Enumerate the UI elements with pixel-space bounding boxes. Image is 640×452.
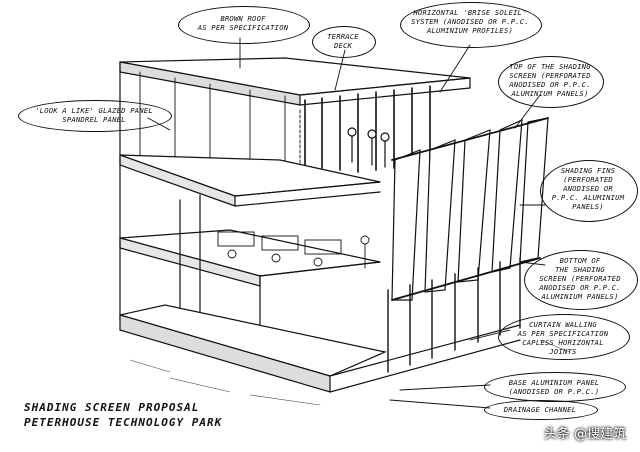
brise-soleil-bubble (400, 2, 542, 48)
base-panel-label: BASE ALUMINIUM PANEL (ANODISED OR P.P.C.… (508, 378, 600, 396)
watermark-text: 头条 @搜建筑 (543, 427, 626, 442)
brise-soleil-louvres (304, 85, 431, 173)
top-screen-bubble (498, 56, 604, 108)
bottom-screen-bubble (524, 250, 638, 310)
office-furniture (217, 231, 370, 269)
roof-slab (119, 57, 471, 106)
curtain-walling-label: CURTAIN WALLING AS PER SPECIFICATION CAP… (517, 320, 609, 356)
drainage-label: DRAINAGE CHANNEL (503, 405, 577, 414)
look-a-like-label: 'LOOK A LIKE' GLAZED PANEL SPANDREL PANE… (35, 106, 153, 124)
shading-screen-fins (391, 117, 549, 301)
curtain-walling-bubble (498, 314, 630, 360)
terrace-deck-label: TERRACE DECK (327, 32, 359, 50)
brown-roof-bubble (178, 6, 310, 44)
drainage-bubble (484, 400, 598, 420)
terrace-figures (347, 127, 390, 168)
ground-slab (119, 304, 521, 393)
title-line-1: SHADING SCREEN PROPOSAL (24, 401, 200, 414)
terrace-deck-bubble (312, 26, 376, 58)
bottom-screen-label: BOTTOM OF THE SHADING SCREEN (PERFORATED… (539, 256, 621, 301)
brown-roof-label: BROWN ROOF AS PER SPECIFICATION (197, 14, 289, 32)
middle-slab (119, 229, 381, 287)
brise-soleil-label: HORIZONTAL 'BRISE SOLEIL' SYSTEM (ANODIS… (411, 8, 529, 35)
look-a-like-bubble (18, 100, 172, 132)
shading-fins-label: SHADING FINS (PERFORATED ANODISED OR P.P… (551, 166, 625, 211)
curtain-wall-mullions (387, 257, 521, 373)
title-line-2: PETERHOUSE TECHNOLOGY PARK (24, 416, 223, 429)
terrace-slab (119, 154, 381, 207)
shading-fins-bubble (540, 160, 638, 222)
top-screen-label: TOP OF THE SHADING SCREEN (PERFORATED AN… (509, 62, 591, 98)
